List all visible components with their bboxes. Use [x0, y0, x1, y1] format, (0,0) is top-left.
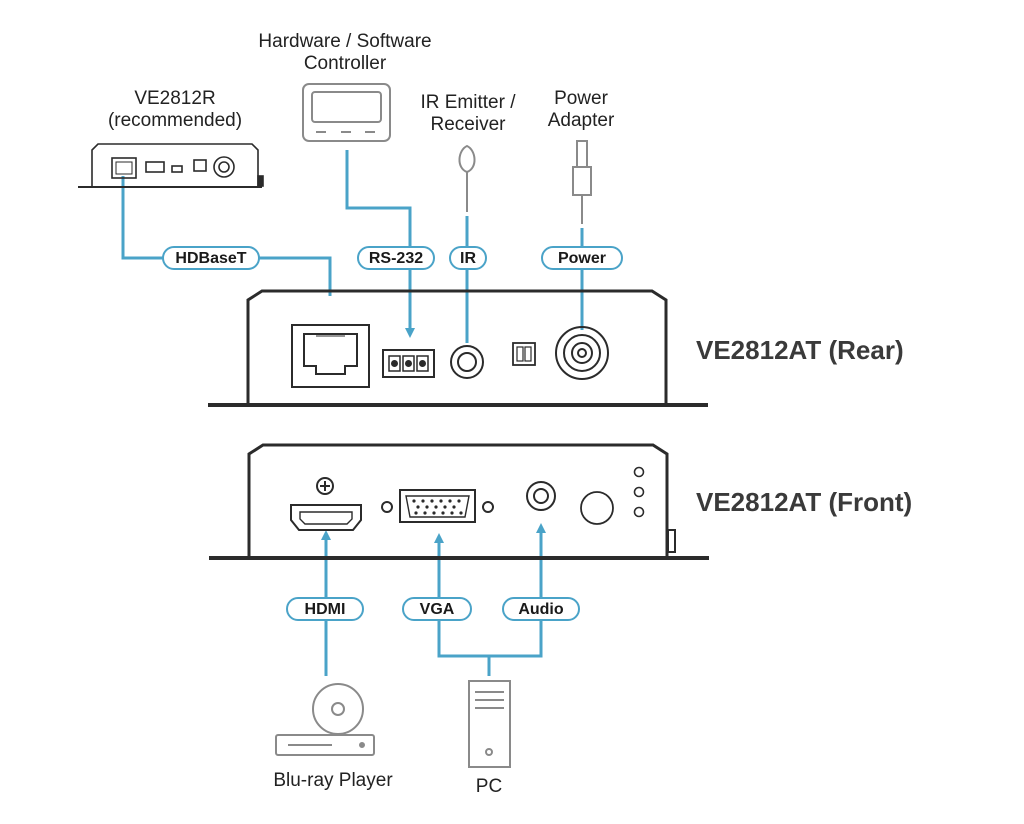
rear-device-title: VE2812AT (Rear): [696, 335, 904, 365]
controller-icon: [302, 83, 391, 142]
audio-cable: [489, 523, 546, 658]
rear-panel: [208, 289, 708, 407]
hdmi-pill: HDMI: [286, 597, 364, 621]
front-device-title: VE2812AT (Front): [696, 487, 913, 517]
ir-sensor-icon: [580, 491, 614, 525]
vga-pill: VGA: [402, 597, 472, 621]
audio-pill: Audio: [502, 597, 580, 621]
ir-jack-icon: [450, 345, 484, 379]
front-panel: [209, 443, 709, 560]
power-jack-icon: [555, 326, 609, 380]
hdmi-port-icon: [290, 504, 362, 531]
power-adapter-icon: [572, 140, 592, 224]
vga-port-icon: [381, 489, 494, 523]
led-indicator-icon: [633, 466, 645, 518]
dip-switch-icon: [512, 342, 536, 366]
pc-tower-icon: [468, 680, 511, 768]
rs232-pill: RS-232: [357, 246, 435, 270]
bluray-label: Blu-ray Player: [273, 770, 393, 791]
ir-pill: IR: [449, 246, 487, 270]
power-adapter-label: Power Adapter: [547, 88, 615, 131]
receiver-label: VE2812R (recommended): [107, 88, 243, 131]
hdbaset-cable: [121, 176, 332, 296]
rs232-terminal-icon: [382, 349, 435, 378]
controller-label: Hardware / Software Controller: [258, 31, 432, 74]
pc-label: PC: [475, 776, 503, 797]
ve2812r-device-icon: [78, 143, 264, 188]
audio-jack-icon: [526, 481, 556, 511]
ir-emitter-icon: [458, 144, 476, 212]
rj45-port-icon: [291, 324, 370, 388]
power-pill: Power: [541, 246, 623, 270]
rs232-cable: [345, 150, 415, 338]
hdbaset-pill: HDBaseT: [162, 246, 260, 270]
hdmi-mount-screw-icon: [316, 477, 334, 495]
bluray-player-icon: [275, 683, 375, 756]
ir-emitter-label: IR Emitter / Receiver: [420, 92, 516, 135]
